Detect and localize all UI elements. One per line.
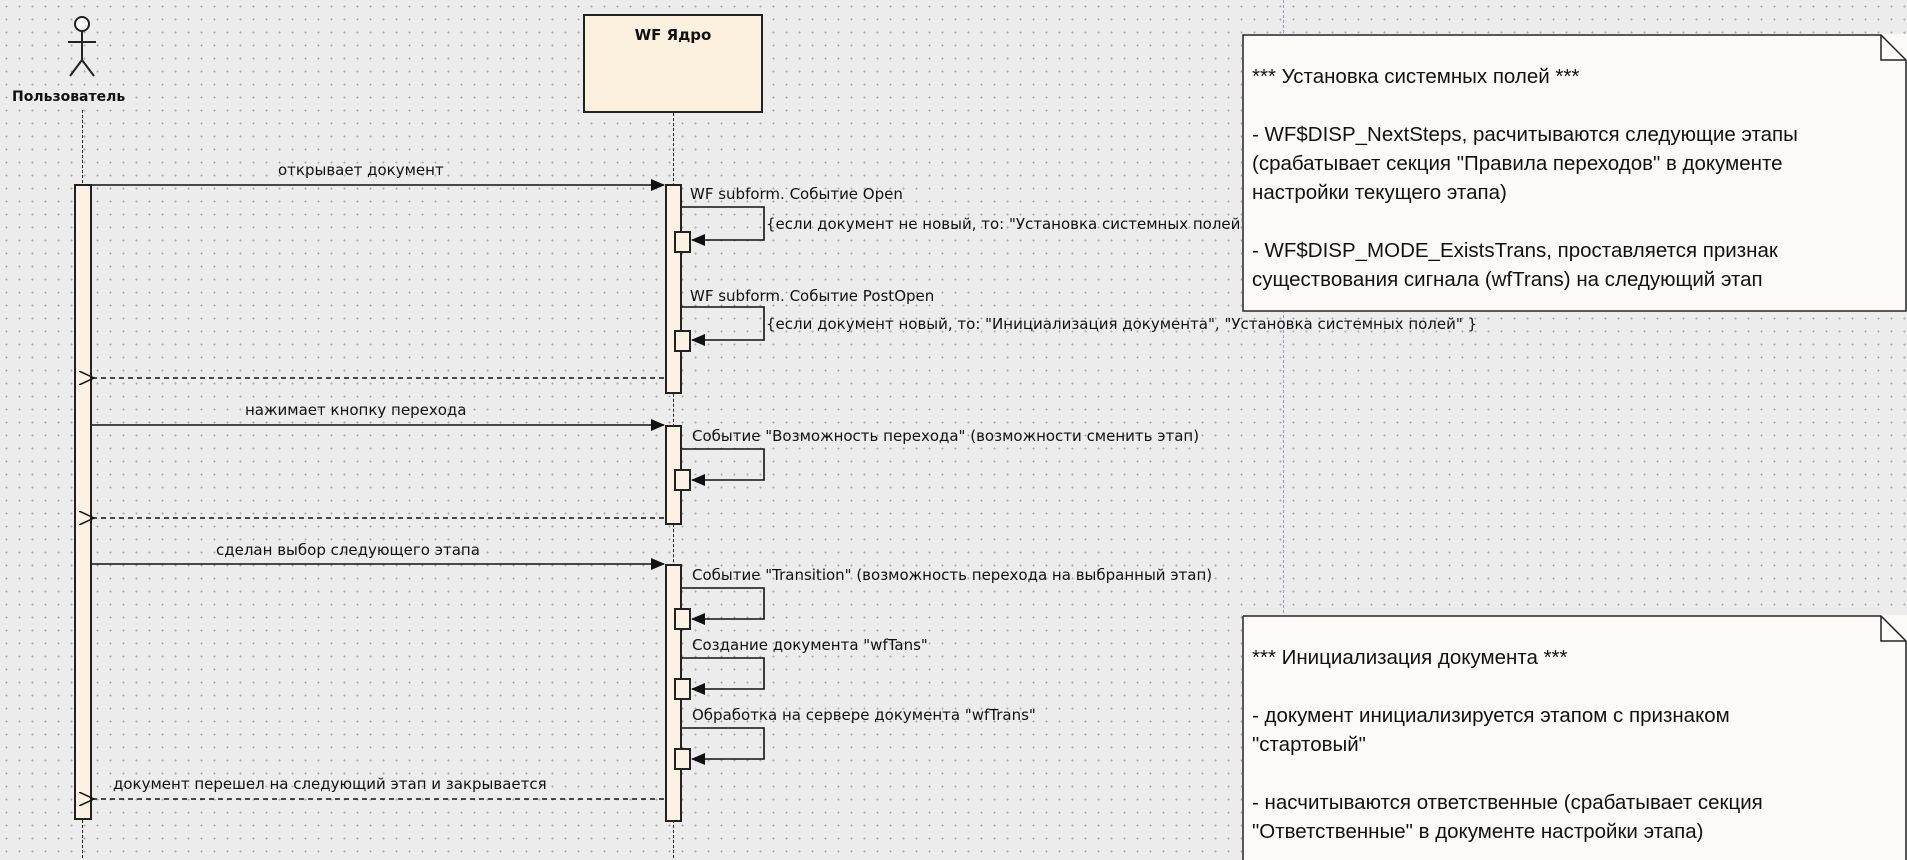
msg-opens-document: открывает документ <box>278 161 444 179</box>
page-boundary-line <box>1283 0 1284 858</box>
note-system-fields[interactable]: *** Установка системных полей *** - WF$D… <box>1242 34 1907 312</box>
self-call-box-open <box>674 231 691 253</box>
note-frame <box>1242 615 1907 860</box>
self-arrow-server <box>682 727 765 765</box>
msg-possibility-event: Событие "Возможность перехода" (возможно… <box>692 427 1200 445</box>
msg-open-event: WF subform. Событие Open <box>690 185 903 203</box>
self-arrow-open <box>682 206 765 246</box>
msg-next-stage-chosen: сделан выбор следующего этапа <box>216 541 480 559</box>
core-lifeline-label: WF Ядро <box>634 26 712 44</box>
note-doc-init-text: *** Инициализация документа *** - докуме… <box>1252 646 1763 843</box>
self-arrow-possibility <box>682 448 765 486</box>
msg-open-condition: {если документ не новый, то: "Установка … <box>766 215 1262 233</box>
msg-server-process: Обработка на сервере документа "wfTrans" <box>692 706 1036 724</box>
self-call-box-postopen <box>674 330 691 352</box>
msg-presses-transition: нажимает кнопку перехода <box>245 401 467 419</box>
msg-create-wftans: Создание документа "wfTans" <box>692 636 928 654</box>
stick-figure-icon <box>68 16 96 77</box>
self-call-box-possibility <box>674 469 691 491</box>
self-arrow-postopen <box>682 306 765 346</box>
self-arrow-create <box>682 657 765 695</box>
msg-postopen-condition: {если документ новый, то: "Инициализация… <box>766 315 1478 333</box>
self-arrow-transition <box>682 587 765 625</box>
core-lifeline-head[interactable]: WF Ядро <box>583 14 763 113</box>
msg-postopen-event: WF subform. Событие PostOpen <box>690 287 935 305</box>
self-call-box-server <box>674 748 691 770</box>
note-doc-init[interactable]: *** Инициализация документа *** - докуме… <box>1242 615 1907 860</box>
self-call-box-create <box>674 678 691 700</box>
user-activation-bar <box>74 184 92 820</box>
msg-doc-closed: документ перешел на следующий этап и зак… <box>113 775 547 793</box>
actor-user-label: Пользователь <box>12 89 126 105</box>
note-system-fields-text: *** Установка системных полей *** - WF$D… <box>1252 65 1798 291</box>
note-frame <box>1242 34 1907 312</box>
self-call-box-transition <box>674 608 691 630</box>
msg-transition-event: Событие "Transition" (возможность перехо… <box>692 566 1213 584</box>
